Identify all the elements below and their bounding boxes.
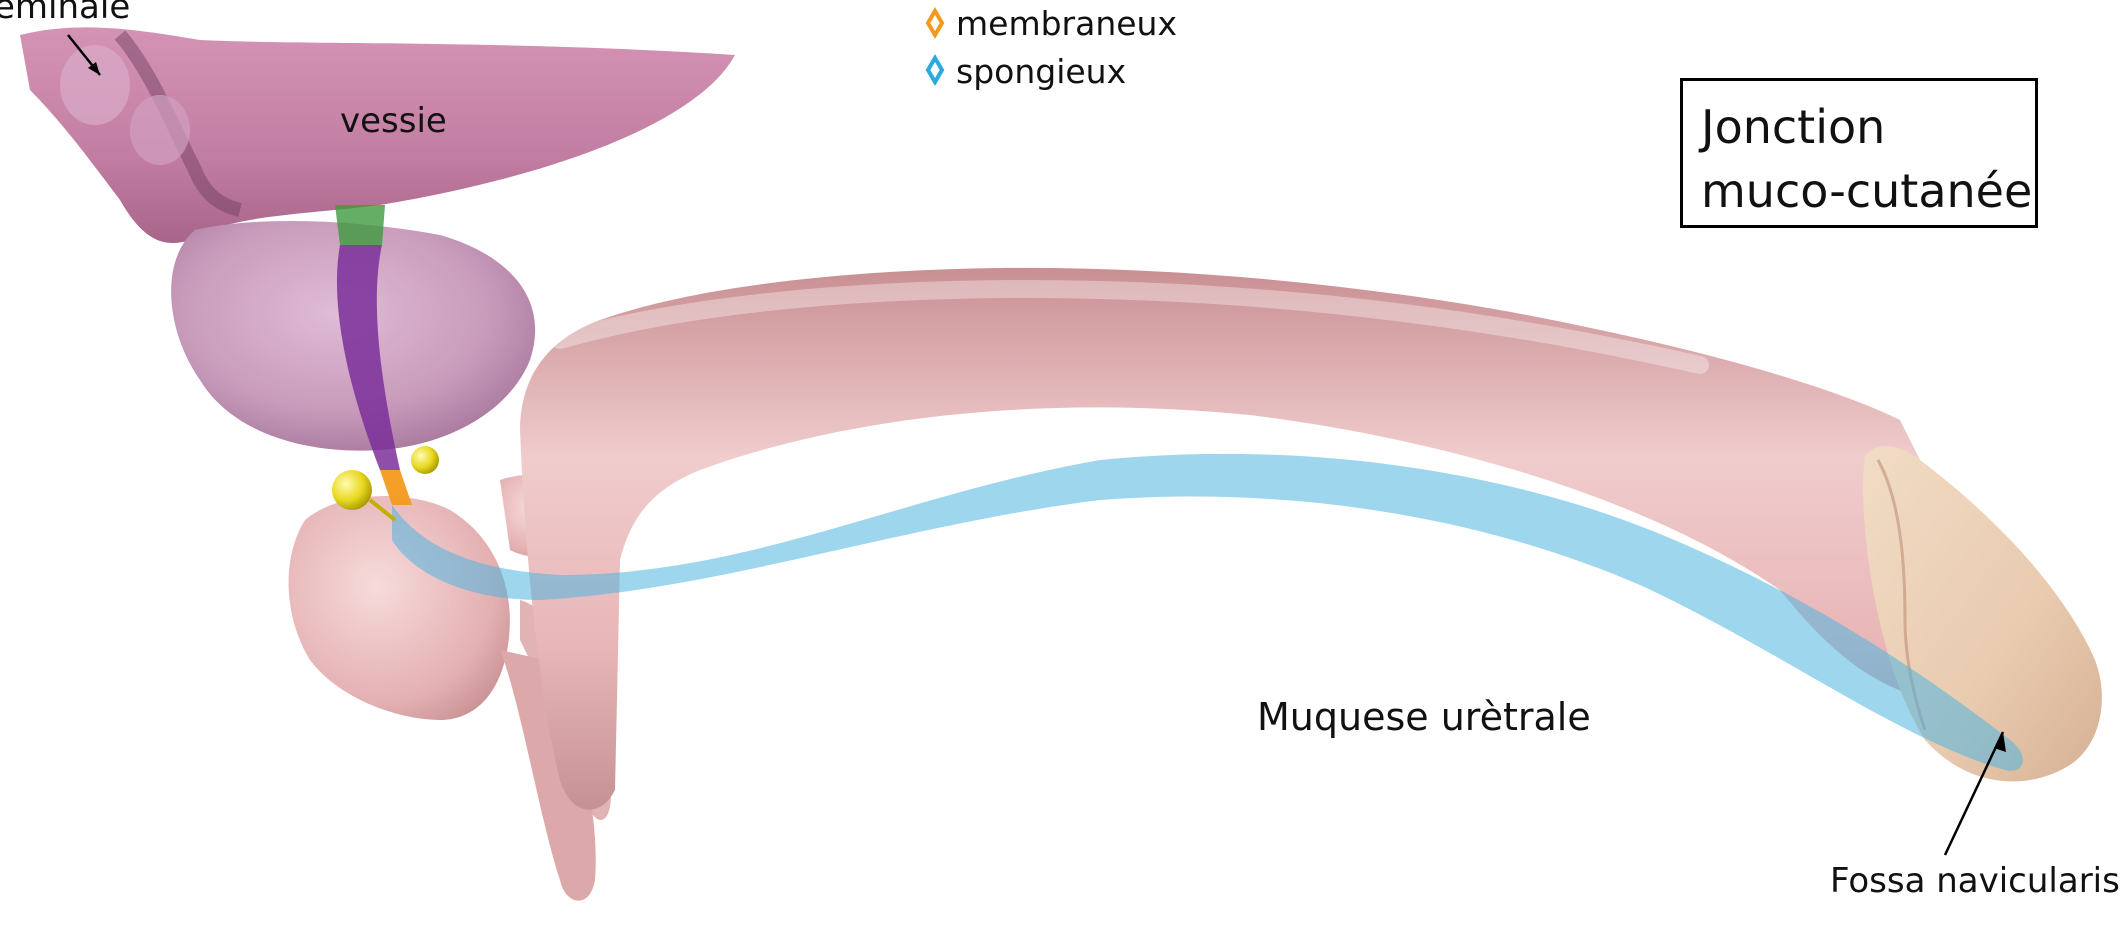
legend-item-membraneux: membraneux	[956, 7, 1177, 40]
label-muquese-uretrale: Muquese urètrale	[1257, 698, 1591, 736]
legend-diamond-spongieux	[928, 58, 942, 82]
legend-item-spongieux: spongieux	[956, 55, 1126, 88]
label-eminale: éminale	[0, 0, 130, 24]
legend-label-membraneux: membraneux	[956, 7, 1177, 40]
legend-label-spongieux: spongieux	[956, 55, 1126, 88]
label-fossa-navicularis: Fossa navicularis	[1830, 864, 2120, 898]
urethra-bladder-neck-segment	[335, 205, 385, 245]
junction-box-line1: Jonction	[1701, 95, 2035, 159]
junction-box-line2: muco-cutanée	[1701, 159, 2035, 223]
penile-shaft	[520, 268, 1935, 810]
junction-box: Jonction muco-cutanée	[1680, 78, 2038, 228]
legend-diamond-membraneux	[928, 11, 942, 35]
label-vessie: vessie	[340, 104, 447, 138]
